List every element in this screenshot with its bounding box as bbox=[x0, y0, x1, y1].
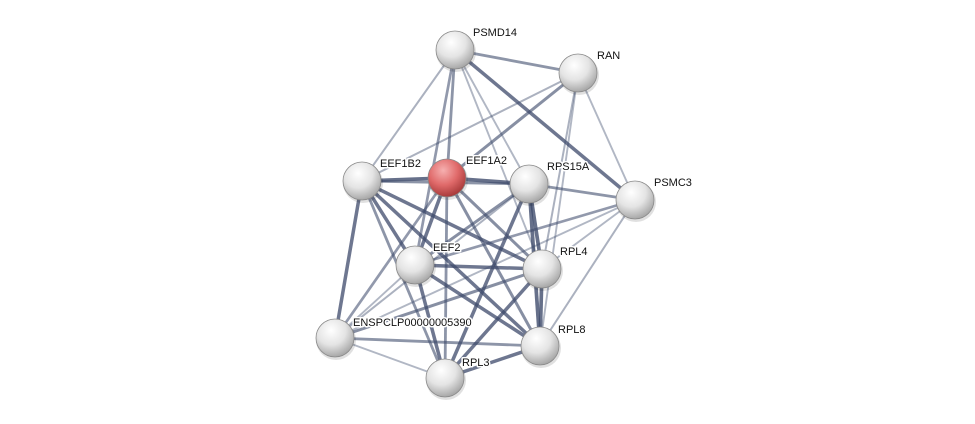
edge-ran-eef1b2[interactable] bbox=[361, 72, 579, 182]
node-label: EEF2 bbox=[433, 242, 461, 254]
node-label: RPS15A bbox=[547, 161, 590, 173]
node-sphere[interactable] bbox=[509, 164, 549, 204]
edge-rpl4-enspclp00000005390[interactable] bbox=[334, 267, 543, 340]
edge-psmd14-eef1a2[interactable] bbox=[445, 49, 457, 179]
node-rpl4[interactable]: RPL4 bbox=[522, 245, 589, 291]
node-ran[interactable]: RAN bbox=[558, 49, 622, 95]
node-sphere[interactable] bbox=[558, 53, 598, 93]
edge-enspclp00000005390-rpl3[interactable] bbox=[334, 337, 446, 379]
node-label: RPL3 bbox=[462, 357, 490, 369]
node-sphere[interactable] bbox=[615, 180, 655, 220]
edge-eef1a2-rpl4[interactable] bbox=[445, 176, 544, 271]
node-enspclp00000005390[interactable]: ENSPCLP00000005390 bbox=[315, 316, 473, 360]
edge-eef1b2-rpl8[interactable] bbox=[360, 179, 542, 348]
edge-psmd14-eef2[interactable] bbox=[413, 49, 457, 266]
node-label: PSMD14 bbox=[473, 27, 517, 39]
node-sphere[interactable] bbox=[315, 318, 355, 358]
edge-ran-rpl4[interactable] bbox=[541, 72, 579, 270]
node-sphere[interactable] bbox=[520, 326, 560, 366]
node-psmd14[interactable]: PSMD14 bbox=[435, 26, 519, 72]
node-rpl3[interactable]: RPL3 bbox=[425, 356, 491, 400]
edge-eef1b2-enspclp00000005390[interactable] bbox=[333, 180, 364, 339]
edge-eef2-rpl4[interactable] bbox=[414, 263, 543, 271]
node-eef2[interactable]: EEF2 bbox=[395, 241, 462, 287]
edge-rps15a-rpl3[interactable] bbox=[443, 183, 531, 379]
node-sphere[interactable] bbox=[342, 161, 382, 201]
edge-eef2-rpl8[interactable] bbox=[414, 263, 541, 348]
edge-ran-psmc3[interactable] bbox=[577, 72, 636, 201]
node-eef1b2[interactable]: EEF1B2 bbox=[342, 157, 422, 203]
edge-eef1a2-rpl3[interactable] bbox=[443, 177, 449, 379]
edge-enspclp00000005390-rpl8[interactable] bbox=[334, 336, 541, 348]
node-label: EEF1B2 bbox=[380, 158, 421, 170]
node-label: PSMC3 bbox=[654, 177, 692, 189]
edge-psmc3-eef2[interactable] bbox=[414, 198, 636, 267]
edge-psmd14-psmc3[interactable] bbox=[453, 48, 637, 202]
edge-eef2-rpl3[interactable] bbox=[413, 264, 447, 379]
edge-ran-rpl8[interactable] bbox=[539, 72, 579, 347]
node-psmc3[interactable]: PSMC3 bbox=[615, 176, 693, 222]
edge-psmd14-rps15a[interactable] bbox=[454, 49, 530, 185]
node-label: RPL8 bbox=[558, 324, 586, 336]
edge-ran-eef1a2[interactable] bbox=[446, 71, 579, 180]
node-sphere[interactable] bbox=[425, 358, 465, 398]
edge-psmd14-eef1b2[interactable] bbox=[361, 49, 456, 182]
node-label: EEF1A2 bbox=[466, 155, 507, 167]
node-sphere[interactable] bbox=[522, 249, 562, 289]
node-rps15a[interactable]: RPS15A bbox=[509, 160, 591, 206]
node-rpl8[interactable]: RPL8 bbox=[520, 323, 587, 368]
node-label: ENSPCLP00000005390 bbox=[353, 317, 472, 329]
edge-eef1a2-enspclp00000005390[interactable] bbox=[333, 177, 449, 339]
edge-rpl4-rpl3[interactable] bbox=[443, 267, 544, 380]
edge-eef1b2-rpl4[interactable] bbox=[361, 179, 543, 271]
edge-psmc3-enspclp00000005390[interactable] bbox=[334, 199, 636, 339]
edge-psmd14-ran[interactable] bbox=[454, 48, 579, 75]
node-eef1a2[interactable]: EEF1A2 bbox=[427, 154, 508, 200]
node-sphere[interactable] bbox=[435, 30, 475, 70]
node-sphere[interactable] bbox=[427, 158, 467, 198]
edge-rps15a-eef2[interactable] bbox=[414, 182, 530, 267]
node-sphere[interactable] bbox=[395, 245, 435, 285]
edge-psmc3-rpl8[interactable] bbox=[539, 199, 636, 347]
node-label: RPL4 bbox=[560, 246, 588, 258]
node-label: RAN bbox=[597, 50, 620, 62]
